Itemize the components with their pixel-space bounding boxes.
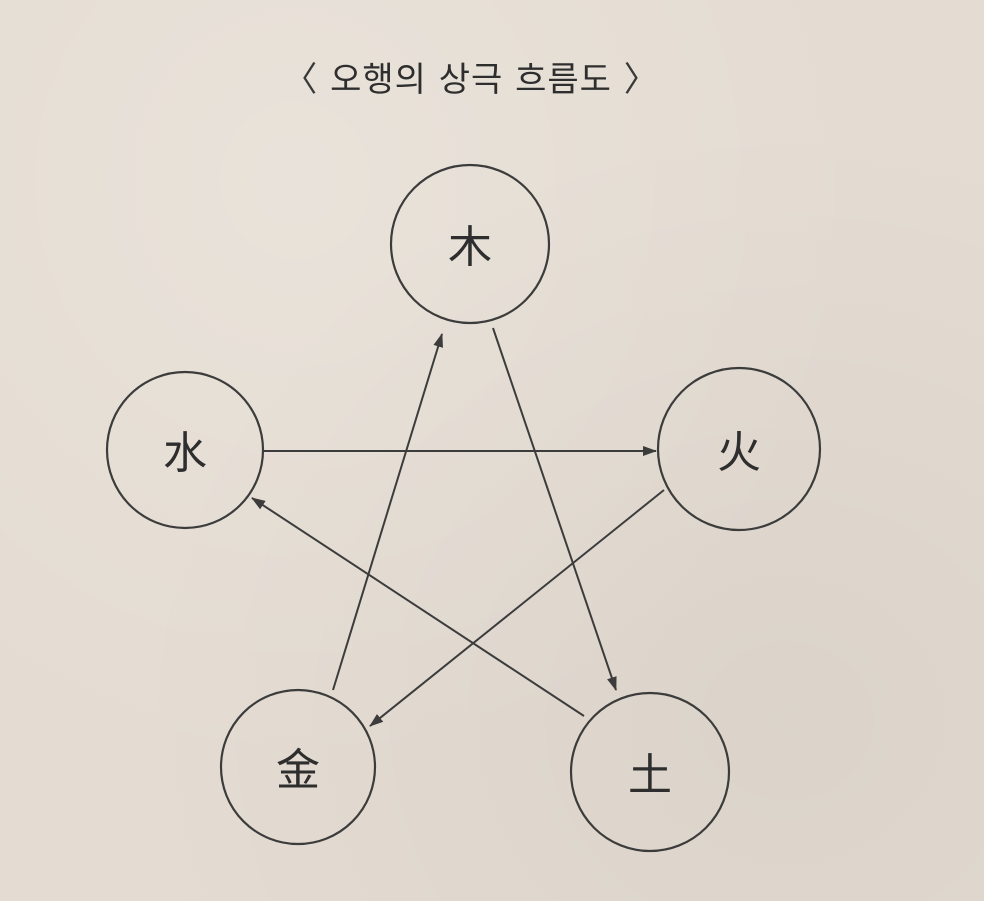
node-fire: 火 [656,366,822,532]
node-fire-label: 火 [717,427,761,478]
node-water-circle [105,370,265,530]
diagram-title: 〈 오행의 상극 흐름도 〉 [0,52,984,101]
title-close-bracket: 〉 [623,60,659,100]
node-metal: 金 [219,688,377,846]
arrow-fire-to-metal [369,489,665,727]
node-wood: 木 [389,163,551,325]
arrow-metal-to-wood [332,333,443,691]
title-text: 오행의 상극 흐름도 [330,60,612,100]
arrow-earth-to-water [251,497,585,717]
node-metal-circle [219,688,377,846]
node-wood-label: 木 [448,222,492,273]
node-water-label: 水 [163,428,207,479]
arrow-wood-to-earth [492,327,617,691]
node-water: 水 [105,370,265,530]
node-earth-circle [569,691,731,853]
node-wood-circle [389,163,551,325]
node-fire-circle [656,366,822,532]
edges-group [251,327,665,727]
node-earth-label: 土 [628,750,672,801]
node-metal-label: 金 [276,745,320,796]
node-earth: 土 [569,691,731,853]
title-open-bracket: 〈 [283,60,319,100]
